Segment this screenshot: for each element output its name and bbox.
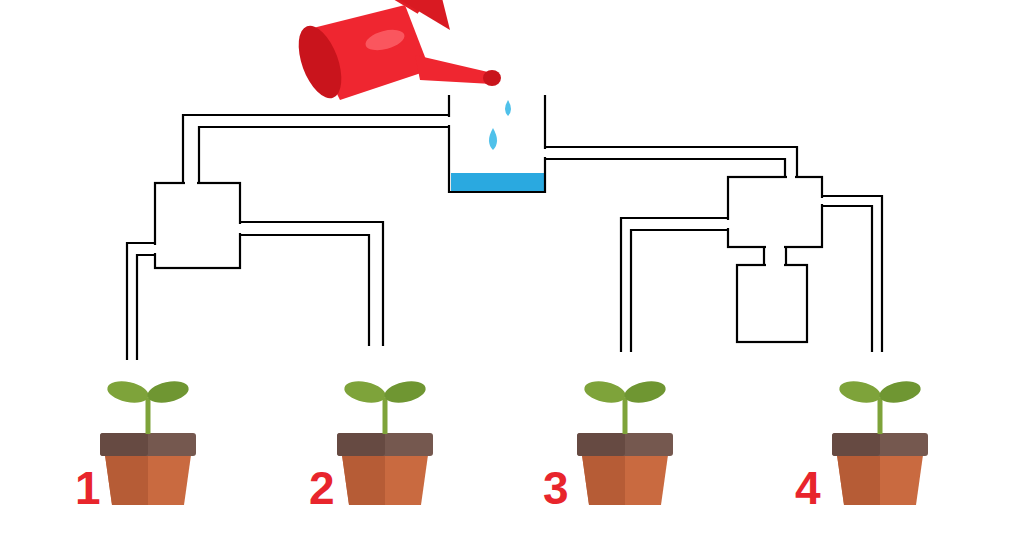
- leaf: [877, 378, 922, 406]
- potted-plant: [577, 378, 673, 505]
- pot-rim-shade: [100, 433, 148, 456]
- pot-rim: [100, 433, 196, 456]
- pot-rim-shade: [337, 433, 385, 456]
- watering-can: [290, 0, 501, 104]
- plant-stem: [878, 398, 883, 434]
- pot-shade: [582, 455, 625, 505]
- pot-rim: [832, 433, 928, 456]
- leaf: [145, 378, 190, 406]
- leaf: [622, 378, 667, 406]
- water-drops: [489, 100, 511, 150]
- pot-shade: [837, 455, 880, 505]
- pot-body: [582, 455, 668, 505]
- plant-stem: [146, 398, 151, 434]
- callout-number: 4: [795, 465, 821, 511]
- leaf: [837, 378, 882, 406]
- callout-number: 2: [309, 465, 335, 511]
- pot-body: [342, 455, 428, 505]
- plant-stem: [383, 398, 388, 434]
- pot-rim-shade: [832, 433, 880, 456]
- plant-stem: [623, 398, 628, 434]
- pot-body: [105, 455, 191, 505]
- leaf: [105, 378, 150, 406]
- leaf: [342, 378, 387, 406]
- pot-body: [837, 455, 923, 505]
- pot-shade: [342, 455, 385, 505]
- callout-number: 3: [543, 465, 569, 511]
- pipe-openings: [155, 117, 822, 265]
- potted-plant: [337, 378, 433, 505]
- leaf: [582, 378, 627, 406]
- pot-rim: [577, 433, 673, 456]
- potted-plant: [832, 378, 928, 505]
- leaf: [382, 378, 427, 406]
- pot-shade: [105, 455, 148, 505]
- potted-plant: [100, 378, 196, 505]
- pot-rim-shade: [577, 433, 625, 456]
- callout-number: 1: [75, 465, 101, 511]
- pipes: [127, 95, 882, 360]
- pot-rim: [337, 433, 433, 456]
